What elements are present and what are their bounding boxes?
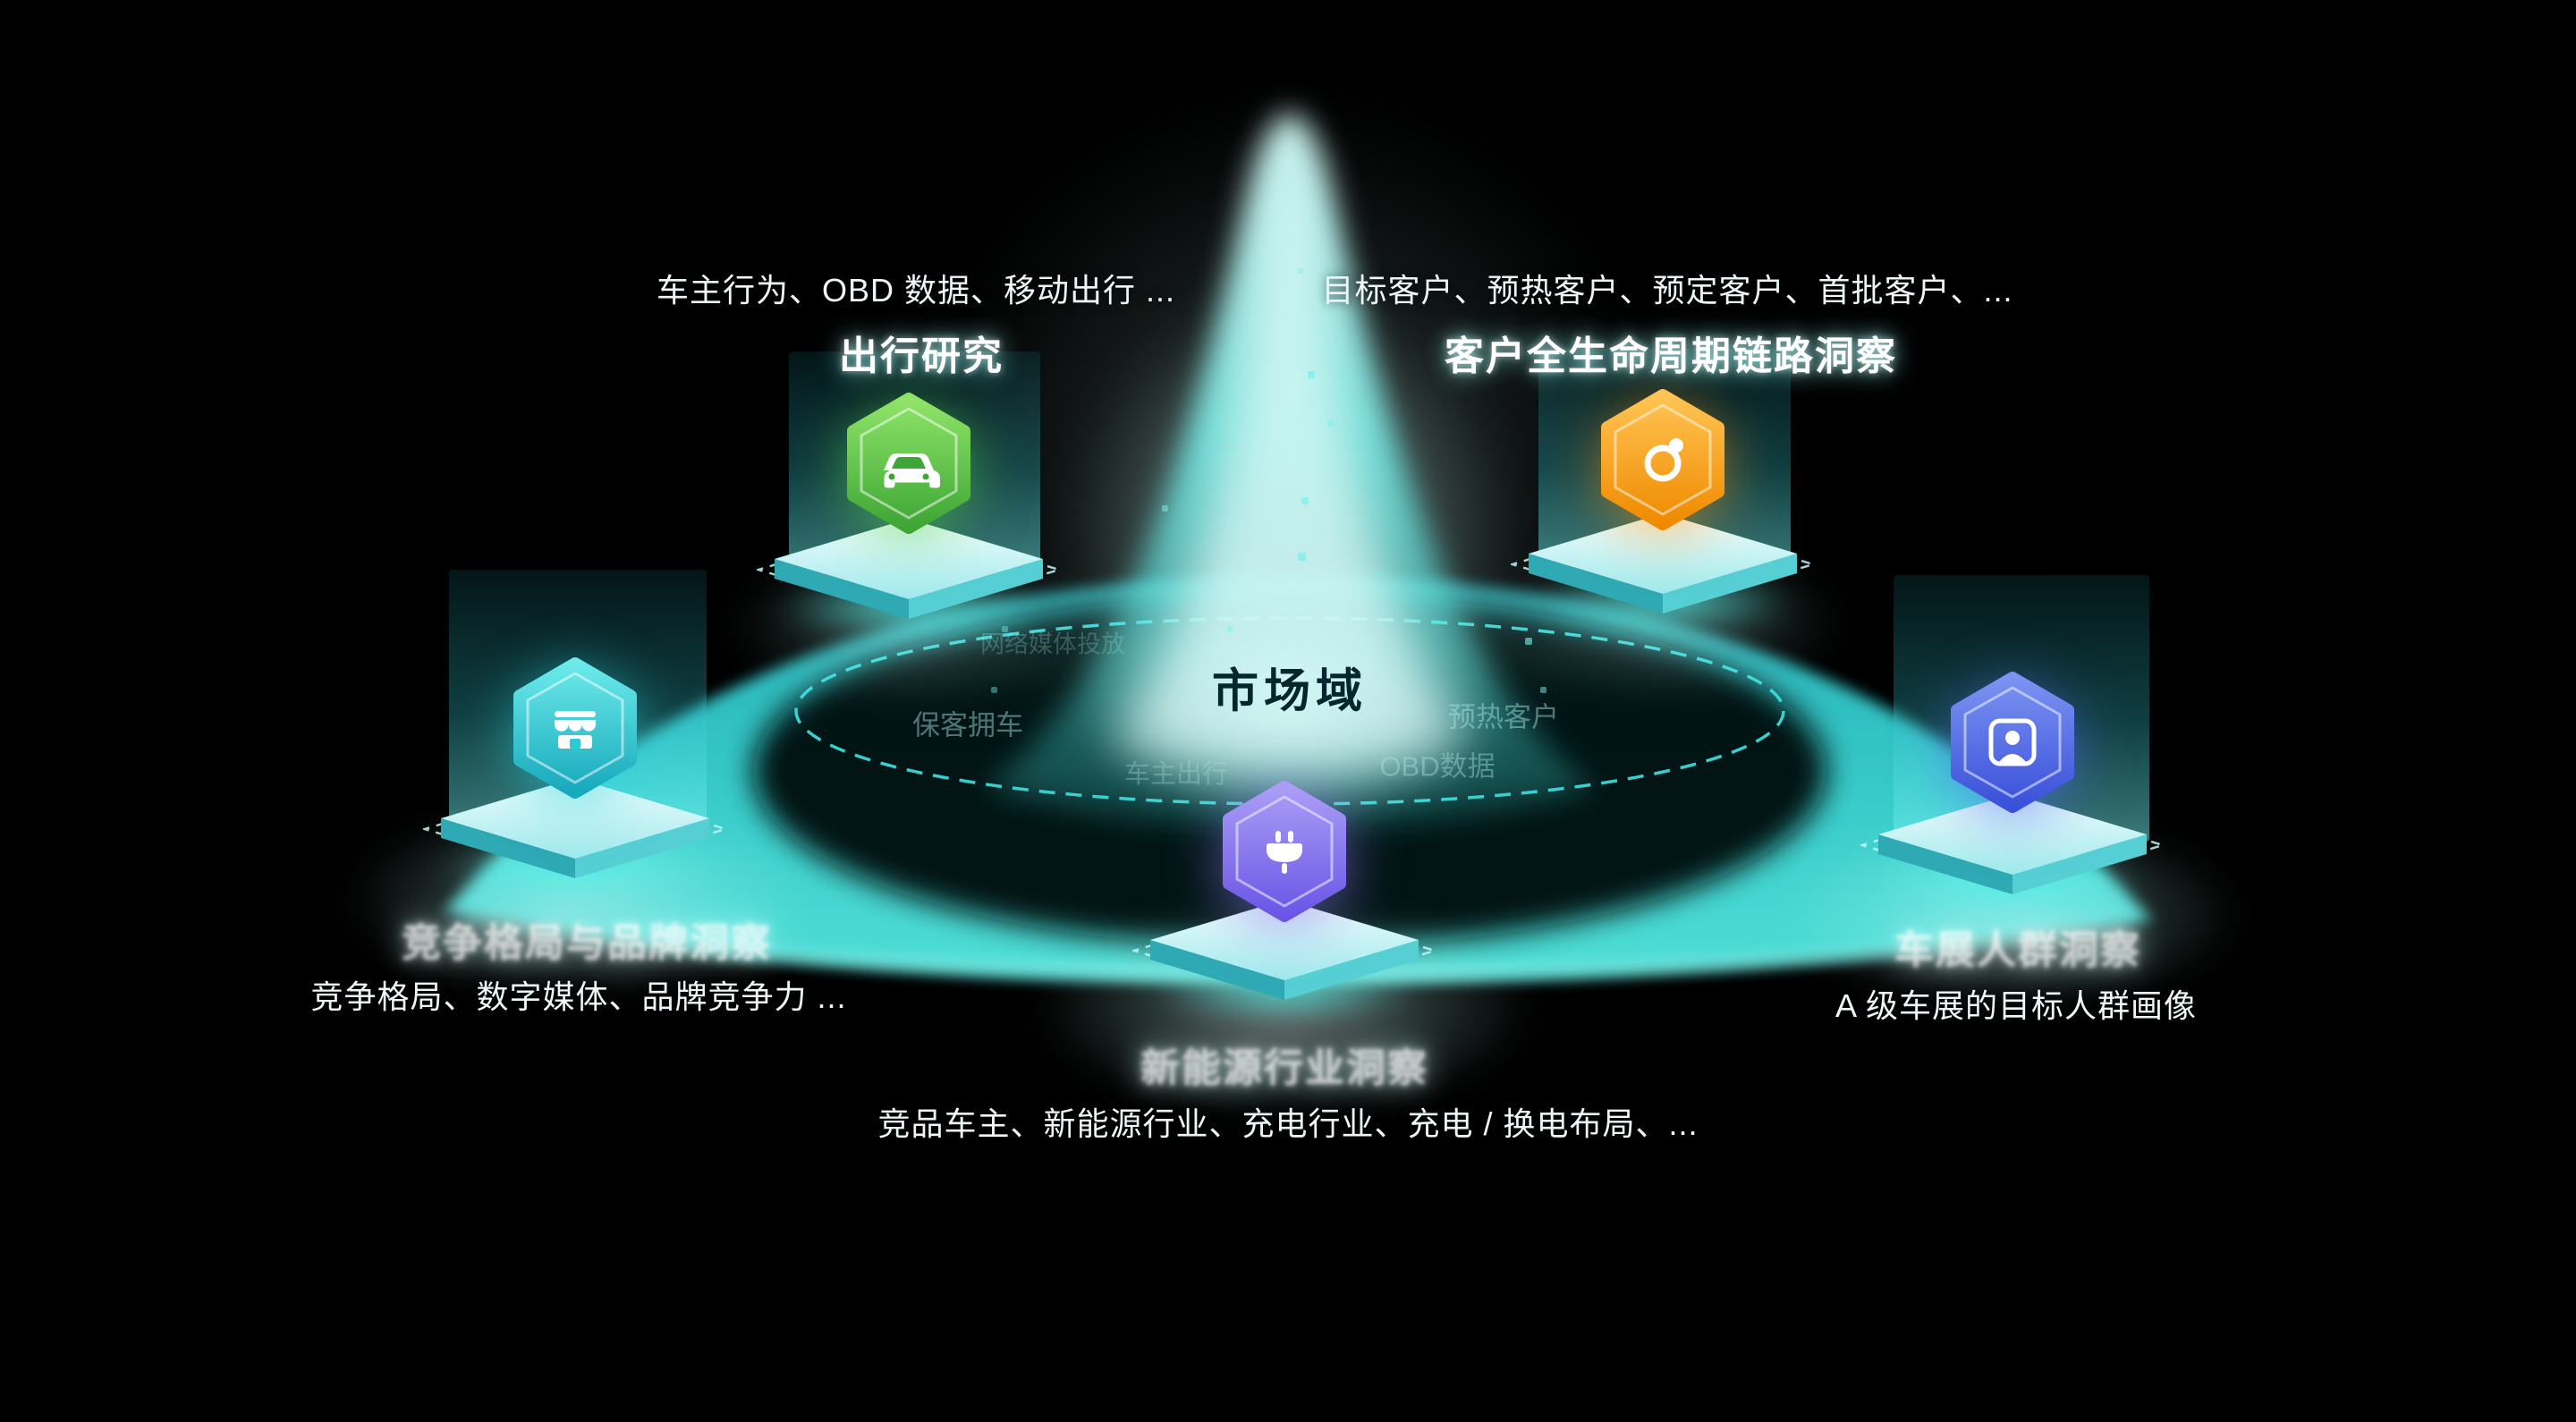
lifecycle-node <box>1587 375 1739 549</box>
pedestal-newenergy <box>1132 900 1436 1020</box>
particle <box>991 687 997 693</box>
audience-title: 车展人群洞察 <box>1894 928 2141 972</box>
particle <box>1298 553 1306 561</box>
orbit-ring-icon <box>1601 389 1724 530</box>
audience-subtitle: A 级车展的目标人群画像 <box>1835 987 2198 1024</box>
particle <box>1540 687 1546 693</box>
particle <box>1525 638 1532 645</box>
particle <box>1298 268 1303 274</box>
faint-label: 保客拥车 <box>912 709 1023 741</box>
faint-label: 车主出行 <box>1123 760 1229 789</box>
newenergy-title: 新能源行业洞察 <box>1140 1046 1428 1090</box>
competition-node <box>499 643 651 817</box>
faint-label: OBD数据 <box>1379 750 1496 783</box>
storefront-icon <box>513 657 637 799</box>
lifecycle-subtitle: 目标客户、预热客户、预定客户、首批客户、... <box>1321 272 2013 309</box>
audience-node <box>1936 657 2089 832</box>
user-card-icon <box>1951 672 2074 813</box>
travel-title: 出行研究 <box>839 334 1004 378</box>
particle <box>1301 497 1309 504</box>
faint-label: 网络媒体投放 <box>980 631 1125 658</box>
faint-label: 预热客户 <box>1448 701 1559 733</box>
pedestal-lifecycle <box>1511 513 1815 633</box>
particle <box>1162 505 1168 512</box>
particle <box>1327 420 1334 427</box>
particle <box>1227 626 1233 632</box>
lifecycle-title: 客户全生命周期链路洞察 <box>1445 334 1897 378</box>
center-domain-label: 市场域 <box>1211 665 1368 718</box>
particle <box>1308 371 1315 378</box>
pedestal-travel <box>757 519 1061 639</box>
newenergy-subtitle: 竞品车主、新能源行业、充电行业、充电 / 换电布局、... <box>877 1105 1699 1142</box>
charging-plug-icon <box>1223 781 1346 922</box>
travel-node <box>833 378 985 553</box>
travel-subtitle: 车主行为、OBD 数据、移动出行 ... <box>656 272 1176 309</box>
competition-subtitle: 竞争格局、数字媒体、品牌竞争力 ... <box>310 978 847 1015</box>
competition-title: 竞争格局与品牌洞察 <box>402 921 772 965</box>
pedestal-competition <box>423 778 727 898</box>
pedestal-audience <box>1860 794 2165 914</box>
car-icon <box>847 393 970 534</box>
particle <box>1377 572 1383 578</box>
newenergy-node <box>1208 766 1360 941</box>
light-cone-core <box>1109 163 1470 776</box>
